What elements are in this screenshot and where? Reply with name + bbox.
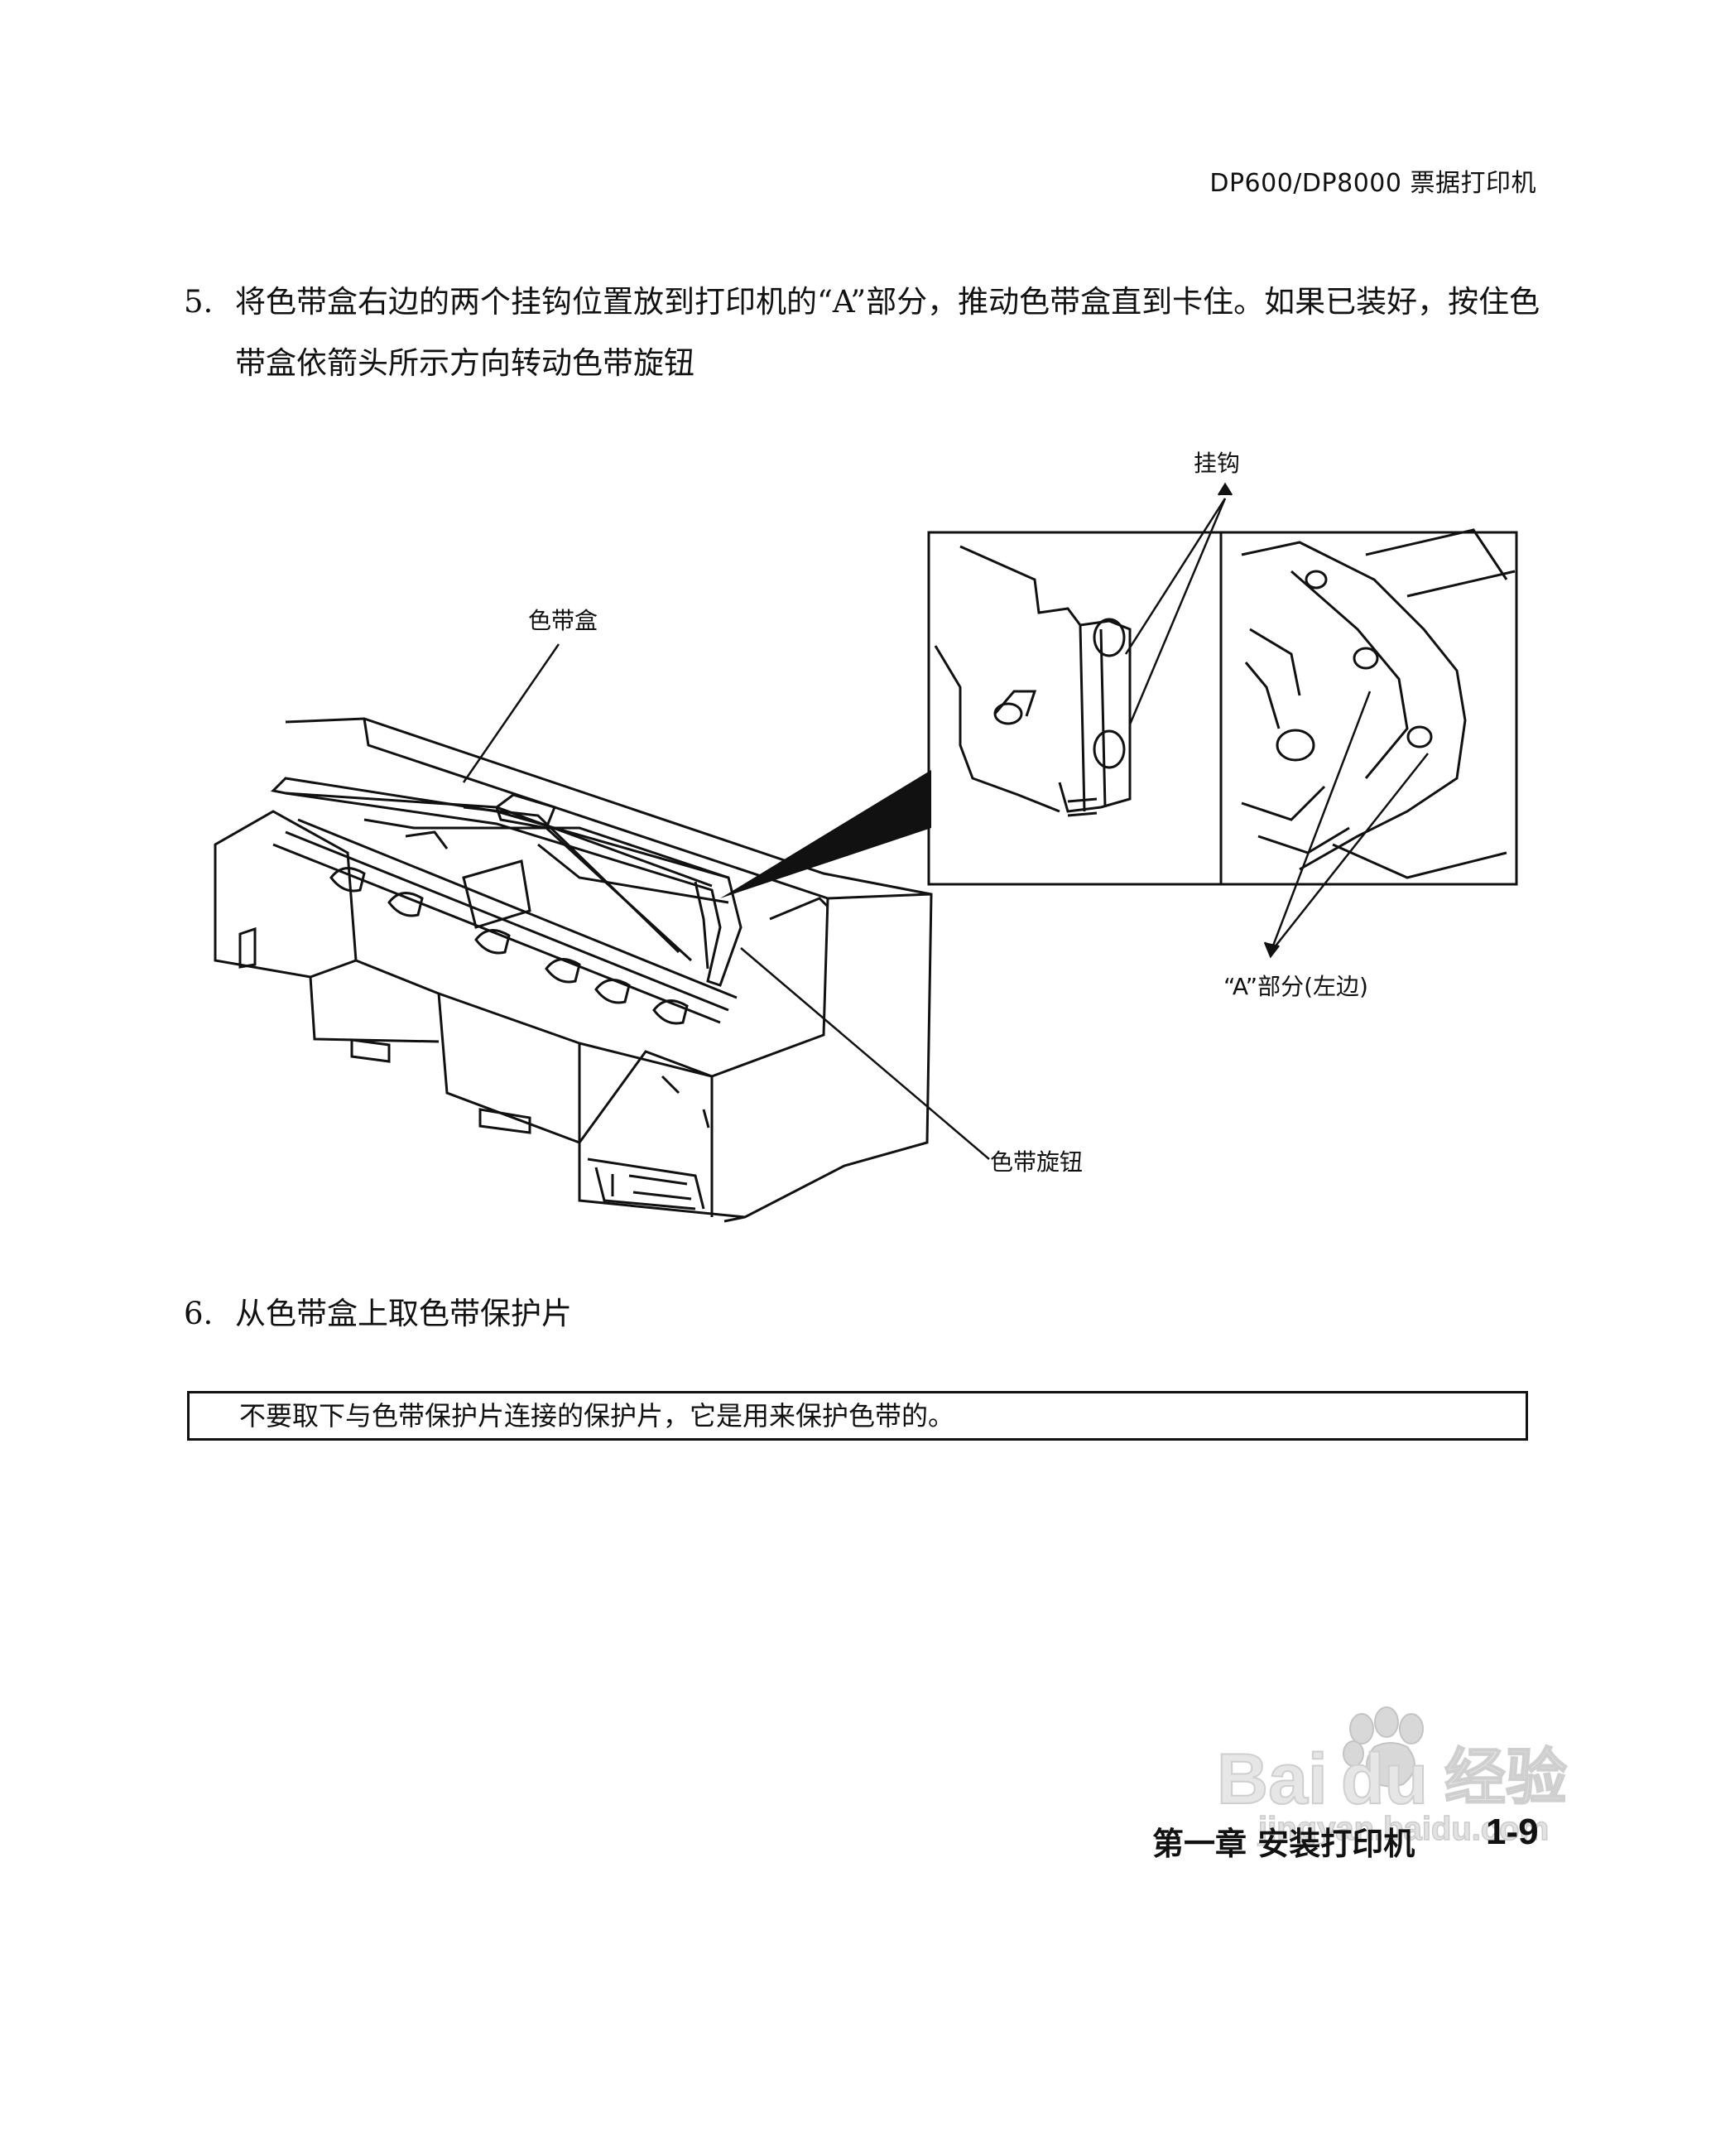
- chapter-footer: 第一章 安装打印机: [1152, 1826, 1415, 1862]
- printer-illustration: [214, 717, 933, 1223]
- step-text: 将色带盒右边的两个挂钩位置放到打印机的“A”部分，推动色带盒直到卡住。如果已装好…: [235, 284, 1540, 381]
- label-cartridge: 色带盒: [528, 607, 598, 634]
- paper-rollers: [329, 867, 689, 1025]
- svg-text:经验: 经验: [1444, 1742, 1567, 1813]
- label-part-a: “A”部分(左边): [1223, 973, 1368, 1000]
- page-number: 1-9: [1486, 1812, 1539, 1852]
- step-number: 6.: [184, 1296, 214, 1331]
- step-5: 5. 将色带盒右边的两个挂钩位置放到打印机的“A”部分，推动色带盒直到卡住。如果…: [184, 272, 1541, 394]
- label-knob: 色带旋钮: [990, 1148, 1084, 1176]
- svg-text:du: du: [1341, 1740, 1428, 1819]
- caution-note: 不要取下与色带保护片连接的保护片，它是用来保护色带的。: [187, 1391, 1528, 1441]
- running-header: DP600/DP8000 票据打印机: [1209, 169, 1536, 198]
- inset-detail: [927, 528, 1518, 886]
- step-number: 5.: [184, 284, 214, 320]
- ribbon-cartridge-illustration: [270, 777, 743, 987]
- baidu-watermark-logo: Bai du 经验 jingyan.baidu.com: [1216, 1706, 1568, 1846]
- leader-lines: [462, 482, 1429, 1160]
- step-text: 从色带盒上取色带保护片: [235, 1296, 572, 1331]
- svg-text:Bai: Bai: [1217, 1740, 1328, 1819]
- caution-text: 不要取下与色带保护片连接的保护片，它是用来保护色带的。: [239, 1400, 955, 1432]
- step-6: 6. 从色带盒上取色带保护片: [184, 1283, 1541, 1345]
- label-hooks: 挂钩: [1194, 450, 1241, 477]
- watermark-url: jingyan.baidu.com: [1257, 1811, 1549, 1846]
